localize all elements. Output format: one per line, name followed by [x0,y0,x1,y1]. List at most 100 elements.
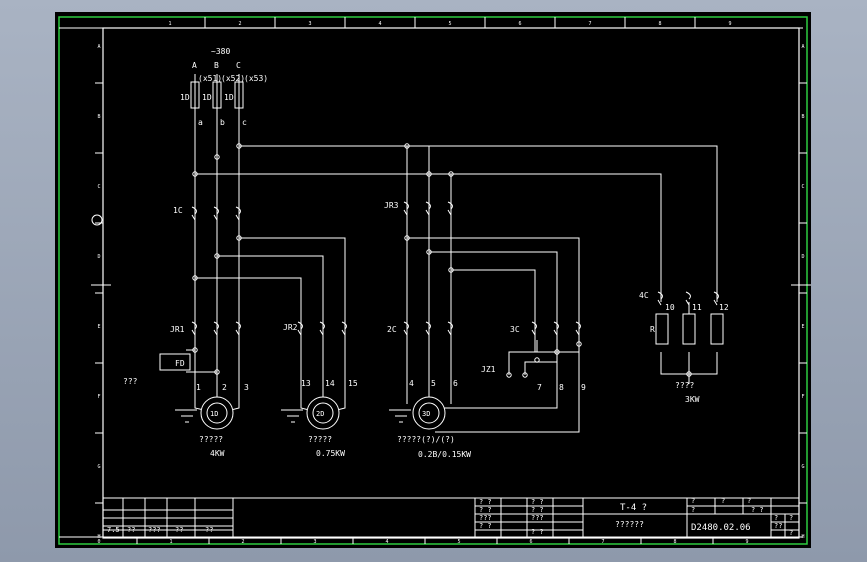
col-label-top-5: 5 [448,21,451,27]
col-label-top-4: 4 [378,21,381,27]
heater-resistors [655,313,724,345]
motor-3d [412,396,446,430]
contact-symbol [531,321,537,336]
junction-dot [686,371,692,377]
tb-left-3: ?? [175,526,183,534]
contact-marks [191,201,719,336]
contact-symbol [341,321,347,336]
junction-dot [448,267,454,273]
contact-symbol [575,321,581,336]
row-label-right-H: H [801,534,804,540]
contact-symbol [713,291,719,306]
contact-symbol [425,201,431,216]
drawing-frame [58,16,808,545]
contact-symbol [191,206,197,221]
contact-jz1: JZ1 [481,365,496,374]
motor-2d [306,396,340,430]
row-label-left-A: A [97,44,100,50]
col-label-top-8: 8 [658,21,661,27]
contact-2c: 2C [387,325,397,334]
terminal-11: 11 [692,303,702,312]
junction-dot [236,235,242,241]
junction-dot [192,171,198,177]
tb-left-4: ?? [205,526,213,534]
wiring [175,74,718,433]
terminal-9: 9 [581,383,586,392]
junction-dot [576,341,582,347]
junction-dot [534,357,540,363]
phase-b: B [214,61,219,70]
junction-dot [192,275,198,281]
contact-symbol [235,206,241,221]
contact-symbol [425,321,431,336]
junction-dot [448,171,454,177]
row-label-right-B: B [801,114,804,120]
phase-a: A [192,61,197,70]
terminal-5: 5 [431,379,436,388]
motor-2d-id: 2D [316,410,324,418]
terminal-8: 8 [559,383,564,392]
contact-symbol [685,291,691,306]
supply-voltage: ~380 [211,47,230,56]
col-label-bottom-9: 9 [745,539,748,545]
terminal-3: 3 [244,383,249,392]
motor-1d-name: ????? [199,435,223,444]
heater-power: 3KW [685,395,700,404]
cable-x52: (x52) [221,74,245,83]
fd-label: FD [175,359,185,368]
cable-x53: (x53) [244,74,268,83]
line-a: a [198,118,203,127]
contact-symbol [447,201,453,216]
tb-right-3: ? [747,497,751,505]
motor-2d-name: ????? [308,435,332,444]
col-label-bottom-0: 0 [97,539,100,545]
row-label-left-E: E [97,324,100,330]
terminal-12: 12 [719,303,729,312]
col-label-bottom-2: 2 [241,539,244,545]
col-label-top-3: 3 [308,21,311,27]
junction-dot [426,171,432,177]
terminal-7: 7 [537,383,542,392]
left-note: ??? [123,377,138,386]
junction-dot [554,349,560,355]
col-label-bottom-6: 6 [529,539,532,545]
motor-3d-id: 3D [422,410,430,418]
motor-2d-power: 0.75KW [316,449,345,458]
tb-mid-6: ? ? [531,506,544,514]
junction-dot [426,249,432,255]
terminal-10: 10 [665,303,675,312]
fd-relay-box [159,353,191,371]
row-label-left-G: G [97,464,100,470]
contact-symbol [213,321,219,336]
tb-mid-2: ??? [479,514,492,522]
junction-dots [192,143,692,378]
phase-c: C [236,61,241,70]
contact-jr3: JR3 [384,201,399,210]
motor-1d [200,396,234,430]
col-label-bottom-3: 3 [313,539,316,545]
motor-3d-name: ?????(?)/(?) [397,435,455,444]
terminal-4: 4 [409,379,414,388]
contact-symbol [213,206,219,221]
terminal-6: 6 [453,379,458,388]
fuse-label-c: 1D [224,93,234,102]
contact-symbol [191,321,197,336]
col-label-top-6: 6 [518,21,521,27]
col-label-top-9: 9 [728,21,731,27]
terminal-2: 2 [222,383,227,392]
fuse-label-b: 1D [202,93,212,102]
junction-dot [214,253,220,259]
row-label-left-C: C [97,184,100,190]
tb-mid-4: ??? [531,514,544,522]
tb-right-4: ? ? [751,506,764,514]
col-label-bottom-5: 5 [457,539,460,545]
tb-right-2: ? [721,497,725,505]
row-label-right-D: D [801,254,804,260]
row-label-left-F: F [97,394,100,400]
terminal-15: 15 [348,379,358,388]
row-label-right-C: C [801,184,804,190]
